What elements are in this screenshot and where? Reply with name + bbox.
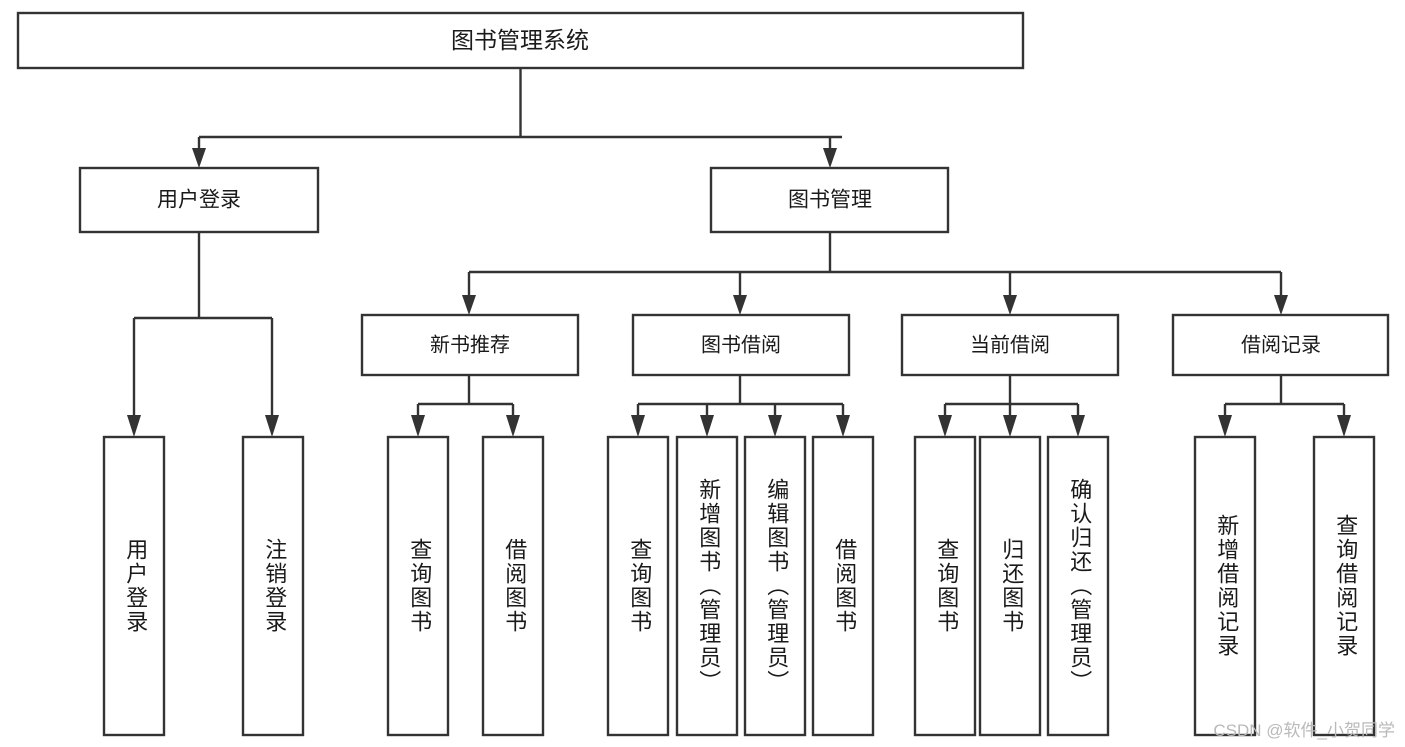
arrowhead-leaf-borrow-book-2 [836,415,850,437]
node-user-login-box[interactable] [78,166,320,234]
node-leaf-confirm-return-box[interactable] [1046,435,1110,737]
node-leaf-borrow-book-1[interactable]: 借阅图书 [481,435,545,737]
node-leaf-query-book-2-box[interactable] [606,435,670,737]
arrowhead-leaf-borrow-book-1 [506,415,520,437]
node-leaf-user-login-box[interactable] [102,435,166,737]
arrowhead-user-login [192,148,206,168]
node-root-box[interactable] [16,11,1025,70]
node-leaf-query-book-3-box[interactable] [913,435,977,737]
arrowhead-leaf-edit-book [768,415,782,437]
node-new-book-recommend-box[interactable] [360,313,580,377]
node-leaf-add-book-label: 新增图书（管理员） [696,478,721,694]
connector-layer [127,68,1351,437]
arrowhead-leaf-add-record [1218,415,1232,437]
node-leaf-return-book-label: 归还图书 [999,538,1024,634]
node-leaf-query-book-3[interactable]: 查询图书 [913,435,977,737]
node-leaf-query-book-2[interactable]: 查询图书 [606,435,670,737]
node-leaf-borrow-book-2-box[interactable] [811,435,875,737]
node-book-manage-label: 图书管理 [788,189,872,212]
arrowhead-leaf-logout-login [265,415,279,437]
node-leaf-query-record-label: 查询借阅记录 [1333,514,1358,658]
node-book-borrow-box[interactable] [631,313,851,377]
arrowhead-current-borrow [1003,295,1017,315]
node-leaf-borrow-book-1-label: 借阅图书 [502,538,527,634]
node-leaf-logout-login[interactable]: 注销登录 [241,435,305,737]
node-leaf-add-record-label: 新增借阅记录 [1214,514,1239,658]
node-leaf-edit-book-box[interactable] [743,435,807,737]
node-leaf-edit-book-label: 编辑图书（管理员） [764,478,789,694]
node-leaf-logout-login-box[interactable] [241,435,305,737]
node-leaf-confirm-return[interactable]: 确认归还（管理员） [1046,435,1110,737]
arrowhead-book-borrow [733,295,747,315]
arrowhead-leaf-add-book [700,415,714,437]
node-current-borrow[interactable]: 当前借阅 [900,313,1120,377]
arrowhead-leaf-query-record [1337,415,1351,437]
node-book-manage-box[interactable] [709,166,950,234]
arrowhead-leaf-user-login [127,415,141,437]
node-leaf-borrow-book-2-label: 借阅图书 [832,538,857,634]
node-leaf-query-record[interactable]: 查询借阅记录 [1312,435,1376,737]
node-leaf-return-book-box[interactable] [978,435,1042,737]
node-root-label: 图书管理系统 [451,27,589,53]
node-leaf-query-book-1-label: 查询图书 [407,538,432,634]
node-book-borrow-label: 图书借阅 [701,333,781,356]
node-leaf-borrow-book-1-box[interactable] [481,435,545,737]
arrowhead-leaf-return-book [1003,415,1017,437]
arrowhead-leaf-query-book-3 [938,415,952,437]
node-borrow-record-box[interactable] [1171,313,1390,377]
arrowhead-borrow-record [1274,295,1288,315]
node-new-book-recommend[interactable]: 新书推荐 [360,313,580,377]
node-leaf-query-record-box[interactable] [1312,435,1376,737]
arrowhead-leaf-confirm-return [1071,415,1085,437]
node-leaf-add-record[interactable]: 新增借阅记录 [1193,435,1257,737]
node-leaf-user-login-label: 用户登录 [123,538,148,634]
node-user-login-label: 用户登录 [157,189,241,212]
node-borrow-record[interactable]: 借阅记录 [1171,313,1390,377]
node-leaf-query-book-3-label: 查询图书 [934,538,959,634]
node-user-login[interactable]: 用户登录 [78,166,320,234]
node-leaf-confirm-return-label: 确认归还（管理员） [1067,478,1092,694]
node-current-borrow-box[interactable] [900,313,1120,377]
node-leaf-return-book[interactable]: 归还图书 [978,435,1042,737]
node-book-borrow[interactable]: 图书借阅 [631,313,851,377]
node-leaf-add-record-box[interactable] [1193,435,1257,737]
arrowhead-new-book-recommend [462,295,476,315]
node-new-book-recommend-label: 新书推荐 [430,333,510,356]
node-leaf-logout-login-label: 注销登录 [262,538,287,634]
node-leaf-add-book-box[interactable] [675,435,739,737]
node-root[interactable]: 图书管理系统 [16,11,1025,70]
node-book-manage[interactable]: 图书管理 [709,166,950,234]
node-leaf-add-book[interactable]: 新增图书（管理员） [675,435,739,737]
arrowhead-leaf-query-book-2 [631,415,645,437]
arrowhead-leaf-query-book-1 [411,415,425,437]
node-leaf-edit-book[interactable]: 编辑图书（管理员） [743,435,807,737]
node-leaf-user-login[interactable]: 用户登录 [102,435,166,737]
node-borrow-record-label: 借阅记录 [1241,333,1321,356]
node-current-borrow-label: 当前借阅 [970,333,1050,356]
node-leaf-borrow-book-2[interactable]: 借阅图书 [811,435,875,737]
arrowhead-book-manage [823,148,837,168]
node-leaf-query-book-1[interactable]: 查询图书 [386,435,450,737]
node-leaf-query-book-1-box[interactable] [386,435,450,737]
node-leaf-query-book-2-label: 查询图书 [627,538,652,634]
